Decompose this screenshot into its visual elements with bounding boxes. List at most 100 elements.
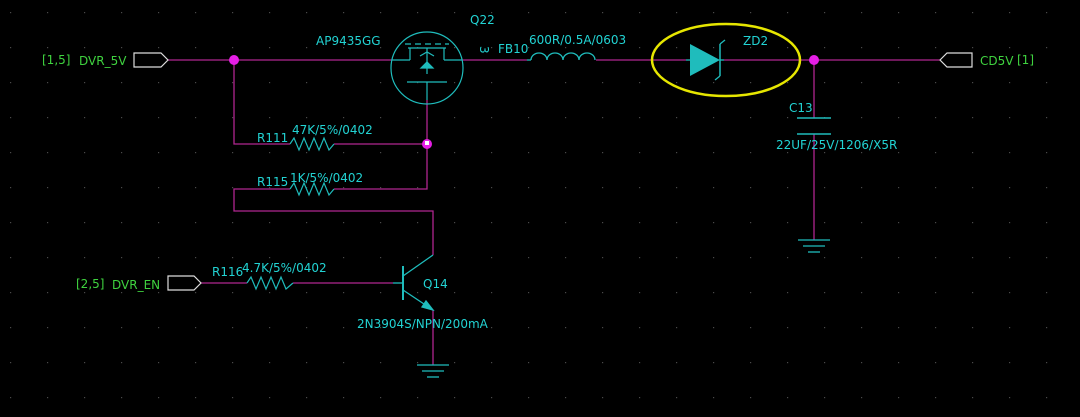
grid-dot [639, 152, 641, 154]
grid-dot [380, 12, 382, 14]
grid-dot [972, 222, 974, 224]
grid-dot [972, 397, 974, 399]
grid-dot [565, 82, 567, 84]
grid-dot [898, 47, 900, 49]
grid-dot [232, 222, 234, 224]
grid-dot [861, 222, 863, 224]
grid-dot [343, 222, 345, 224]
grid-dot [787, 187, 789, 189]
fb10-ferrite[interactable] [527, 52, 596, 61]
grid-dot [602, 327, 604, 329]
grid-dot [1046, 292, 1048, 294]
grid-dot [972, 292, 974, 294]
grid-dot [195, 222, 197, 224]
grid-dot [47, 292, 49, 294]
c13-capacitor[interactable] [797, 117, 831, 135]
grid-dot [232, 327, 234, 329]
grid-dot [121, 397, 123, 399]
wire-r115-q14[interactable] [233, 188, 434, 255]
grid-dot [417, 187, 419, 189]
q22-mosfet[interactable] [390, 31, 464, 105]
grid-dot [1046, 82, 1048, 84]
grid-dot [1009, 117, 1011, 119]
port-dvren-ref: [2,5] [76, 277, 104, 291]
grid-dot [898, 327, 900, 329]
q14-npn-transistor[interactable] [393, 254, 435, 312]
grid-dot [861, 12, 863, 14]
grid-dot [343, 327, 345, 329]
grid-dot [47, 222, 49, 224]
grid-dot [861, 117, 863, 119]
grid-dot [417, 117, 419, 119]
zd2-zener-tick-bottom [714, 75, 721, 81]
port-cd5v[interactable]: CD5V [1] [939, 52, 1034, 68]
port-dvr5v-shape [133, 52, 169, 68]
grid-dot [195, 362, 197, 364]
grid-dot [232, 362, 234, 364]
grid-dot [1046, 47, 1048, 49]
q14-ground-icon [417, 364, 449, 378]
grid-dot [47, 187, 49, 189]
grid-dot [565, 12, 567, 14]
grid-dot [417, 222, 419, 224]
grid-dot [121, 362, 123, 364]
grid-dot [195, 47, 197, 49]
grid-dot [713, 12, 715, 14]
grid-dot [1009, 362, 1011, 364]
grid-dot [491, 327, 493, 329]
r111-resistor[interactable] [289, 136, 335, 152]
grid-dot [824, 47, 826, 49]
grid-dot [935, 82, 937, 84]
fb10-ref: FB10 [498, 42, 528, 56]
grid-dot [565, 362, 567, 364]
zd2-diode[interactable] [686, 39, 726, 81]
grid-dot [10, 257, 12, 259]
grid-dot [824, 12, 826, 14]
grid-dot [935, 222, 937, 224]
grid-dot [269, 327, 271, 329]
grid-dot [565, 187, 567, 189]
grid-dot [10, 362, 12, 364]
q22-ref: Q22 [470, 13, 495, 27]
grid-dot [602, 187, 604, 189]
r116-ref: R116 [212, 265, 243, 279]
junction-dvr5v[interactable] [229, 55, 239, 65]
grid-dot [713, 397, 715, 399]
grid-dot [676, 222, 678, 224]
grid-dot [1046, 187, 1048, 189]
grid-dot [824, 222, 826, 224]
q14-ref: Q14 [423, 277, 448, 291]
wire-r111-left[interactable] [233, 60, 290, 145]
grid-dot [84, 82, 86, 84]
grid-dot [861, 327, 863, 329]
r115-resistor[interactable] [289, 181, 335, 197]
wire-gate-r115[interactable] [334, 100, 428, 190]
zd2-zener-tick-top [719, 39, 726, 45]
grid-dot [417, 292, 419, 294]
c13-value: 22UF/25V/1206/X5R [776, 138, 897, 152]
zd2-highlight-ellipse [650, 22, 802, 98]
grid-dot [1009, 222, 1011, 224]
grid-dot [824, 82, 826, 84]
port-dvr5v[interactable]: [1,5] DVR_5V [42, 52, 169, 68]
grid-dot [861, 82, 863, 84]
grid-dot [861, 152, 863, 154]
grid-dot [454, 82, 456, 84]
junction-cd5v[interactable] [809, 55, 819, 65]
grid-dot [380, 47, 382, 49]
grid-dot [787, 362, 789, 364]
grid-dot [713, 292, 715, 294]
grid-dot [269, 12, 271, 14]
grid-dot [787, 152, 789, 154]
q22-arrow [419, 61, 435, 69]
r115-ref: R115 [257, 175, 288, 189]
r116-resistor[interactable] [246, 275, 294, 291]
grid-dot [380, 257, 382, 259]
q22-value: AP9435GG [316, 34, 381, 48]
port-cd5v-name: CD5V [980, 54, 1014, 68]
grid-dot [306, 362, 308, 364]
port-dvren[interactable]: [2,5] DVR_EN [76, 275, 202, 292]
grid-dot [787, 47, 789, 49]
grid-dot [158, 12, 160, 14]
grid-dot [343, 362, 345, 364]
